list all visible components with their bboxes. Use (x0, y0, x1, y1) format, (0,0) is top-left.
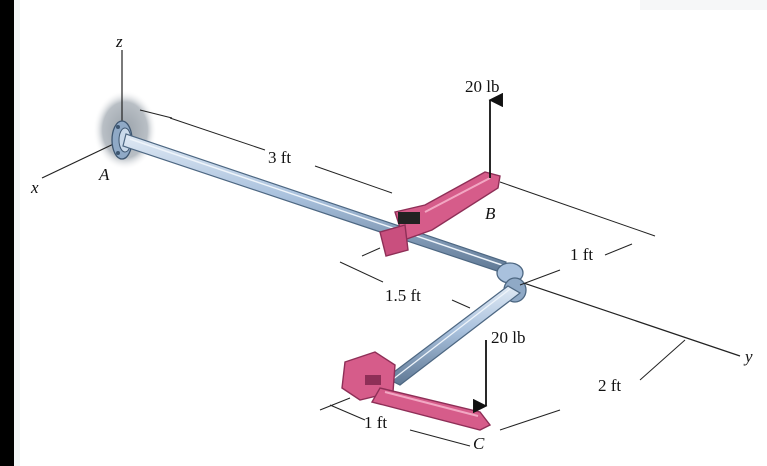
point-b-label: B (485, 204, 496, 223)
dim-1-5ft-label: 1.5 ft (385, 286, 421, 305)
wrench-c (341, 351, 492, 431)
point-c-label: C (473, 434, 485, 453)
dim-2ft-label: 2 ft (598, 376, 621, 395)
x-axis-line (41, 139, 123, 179)
axis-x-label: x (30, 178, 39, 197)
y-axis-line (499, 274, 741, 357)
axis-z-label: z (115, 32, 123, 51)
dim-1ft-b-label: 1 ft (570, 245, 593, 264)
dim-1ft-c-label: 1 ft (364, 413, 387, 432)
wrench-b (379, 171, 501, 257)
point-a-label: A (98, 165, 110, 184)
bleed-through-text (14, 0, 767, 466)
force-b-label: 20 lb (465, 77, 499, 96)
axis-y-label: y (743, 347, 753, 366)
dim-3ft-label: 3 ft (268, 148, 291, 167)
force-c-label: 20 lb (491, 328, 525, 347)
dimension-lines (139, 109, 686, 447)
